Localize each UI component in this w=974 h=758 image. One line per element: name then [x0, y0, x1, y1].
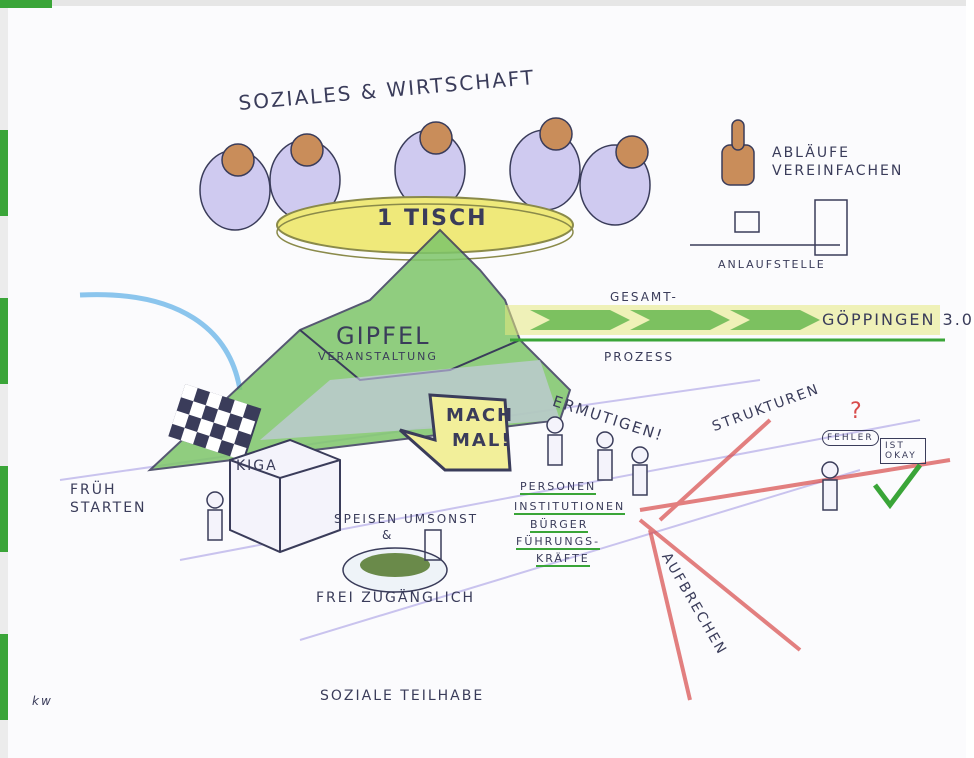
starten-label: STARTEN: [70, 500, 147, 516]
top-divider: [52, 0, 966, 6]
artist-signature: kw: [32, 694, 53, 708]
speisen-label: SPEISEN UMSONST: [334, 512, 479, 526]
soziale-teilhabe-label: SOZIALE TEILHABE: [320, 688, 485, 704]
kiga-box: [229, 438, 341, 554]
fehler-label: FEHLER: [822, 430, 879, 446]
sidebar-marker: [0, 466, 8, 552]
gesamt-label: GESAMT-: [610, 290, 678, 304]
top-accent-bar: [0, 0, 52, 8]
personen-label: PERSONEN: [520, 480, 597, 495]
mal-label: MAL!: [452, 430, 512, 451]
frei-label: FREI ZUGÄNGLICH: [316, 590, 476, 606]
question-mark-icon: ?: [850, 399, 862, 424]
table-label: 1 TISCH: [377, 206, 488, 231]
table-disc: [276, 196, 574, 261]
ist-okay-label: IST OKAY: [880, 438, 926, 464]
small-figures: [206, 416, 839, 541]
kiga-label: KIGA: [236, 458, 278, 474]
prozess-label: PROZESS: [604, 350, 675, 364]
vereinfachen-label: VEREINFACHEN: [772, 163, 904, 179]
sidebar-marker: [0, 634, 8, 720]
ampersand-label: &: [382, 528, 394, 542]
swoosh: [79, 292, 243, 391]
thumbs-up-icon: [721, 119, 755, 186]
summit-sub-label: VERANSTALTUNG: [318, 350, 438, 363]
institutionen-label: INSTITUTIONEN: [514, 500, 626, 515]
checkmark-icon: [873, 463, 922, 510]
goeppingen-label: GÖPPINGEN 3.0: [822, 310, 974, 329]
buerger-label: BÜRGER: [530, 518, 589, 533]
faces: [221, 117, 649, 177]
frueh-label: FRÜH: [70, 482, 117, 498]
speech-bubble: [399, 393, 512, 472]
burst-lines: [638, 418, 951, 701]
anlaufstelle-label: ANLAUFSTELLE: [718, 258, 826, 271]
anlaufstelle-sketch: [690, 199, 848, 256]
mach-label: MACH: [446, 405, 515, 426]
ablaeufe-label: ABLÄUFE: [772, 145, 851, 161]
sidebar-marker: [0, 130, 8, 216]
summit-label: GIPFEL: [336, 322, 431, 350]
sidebar-marker: [0, 298, 8, 384]
fuehrungs-label: FÜHRUNGS-: [516, 535, 601, 550]
plate-icon: [342, 529, 448, 593]
checkered-flag: [168, 383, 262, 461]
kraefte-label: KRÄFTE: [536, 552, 590, 567]
process-arrow: [505, 305, 945, 342]
